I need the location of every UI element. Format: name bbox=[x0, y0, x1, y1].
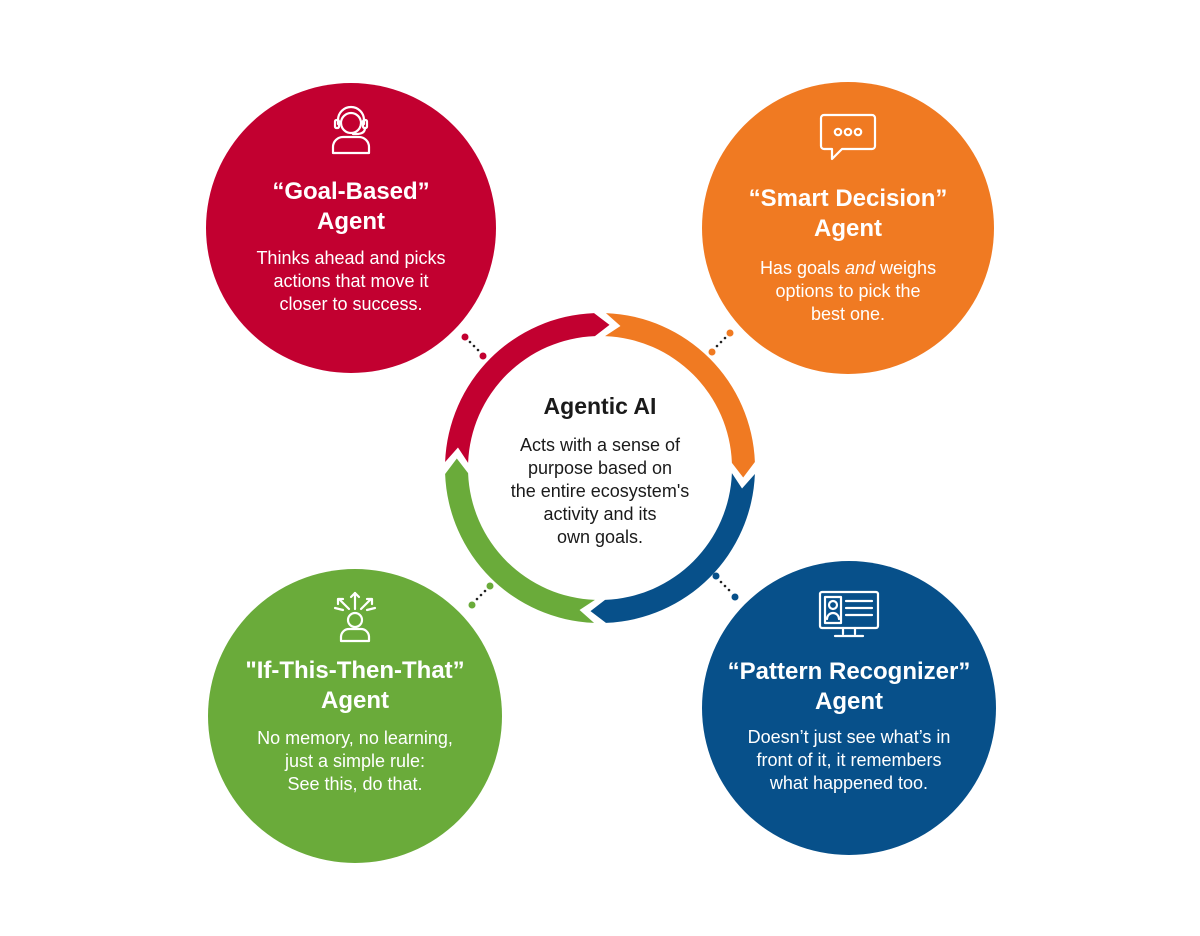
smart-decision-title: “Smart Decision” Agent bbox=[748, 185, 948, 242]
ring-segment-top-left bbox=[445, 313, 610, 463]
goal-based-agent-circle: “Goal-Based” Agent Thinks ahead and pick… bbox=[206, 83, 496, 373]
pattern-recognizer-agent-circle: “Pattern Recognizer” Agent Doesn’t just … bbox=[702, 561, 996, 855]
goal-based-description: Thinks ahead and picks actions that move… bbox=[256, 248, 446, 314]
pattern-recognizer-title: “Pattern Recognizer” Agent bbox=[727, 658, 971, 715]
monitor-profile-icon bbox=[817, 589, 881, 644]
decision-person-icon bbox=[329, 589, 381, 648]
headset-user-icon bbox=[327, 103, 375, 160]
ring-segment-bottom-right bbox=[590, 473, 755, 623]
pattern-recognizer-description: Doesn’t just see what’s in front of it, … bbox=[747, 727, 951, 793]
ring-segment-top-right bbox=[605, 313, 755, 478]
center-title: Agentic AI bbox=[543, 393, 657, 419]
smart-decision-description: Has goals and weighs options to pick the… bbox=[759, 258, 937, 324]
goal-based-title: “Goal-Based” Agent bbox=[272, 178, 430, 235]
connector-smart-decision bbox=[708, 329, 734, 356]
chat-bubble-icon bbox=[818, 112, 878, 169]
connector-goal-based bbox=[461, 333, 487, 360]
connector-if-this-then-that bbox=[468, 582, 494, 609]
ring-segment-bottom-left bbox=[445, 458, 595, 623]
if-this-then-that-description: No memory, no learning, just a simple ru… bbox=[257, 728, 453, 794]
connector-pattern-recognizer bbox=[712, 572, 739, 601]
if-this-then-that-title: "If-This-Then-That” Agent bbox=[245, 657, 465, 714]
smart-decision-agent-circle: “Smart Decision” Agent Has goals and wei… bbox=[702, 82, 994, 374]
center-description: Acts with a sense of purpose based on th… bbox=[510, 435, 690, 547]
if-this-then-that-agent-circle: "If-This-Then-That” Agent No memory, no … bbox=[208, 569, 502, 863]
